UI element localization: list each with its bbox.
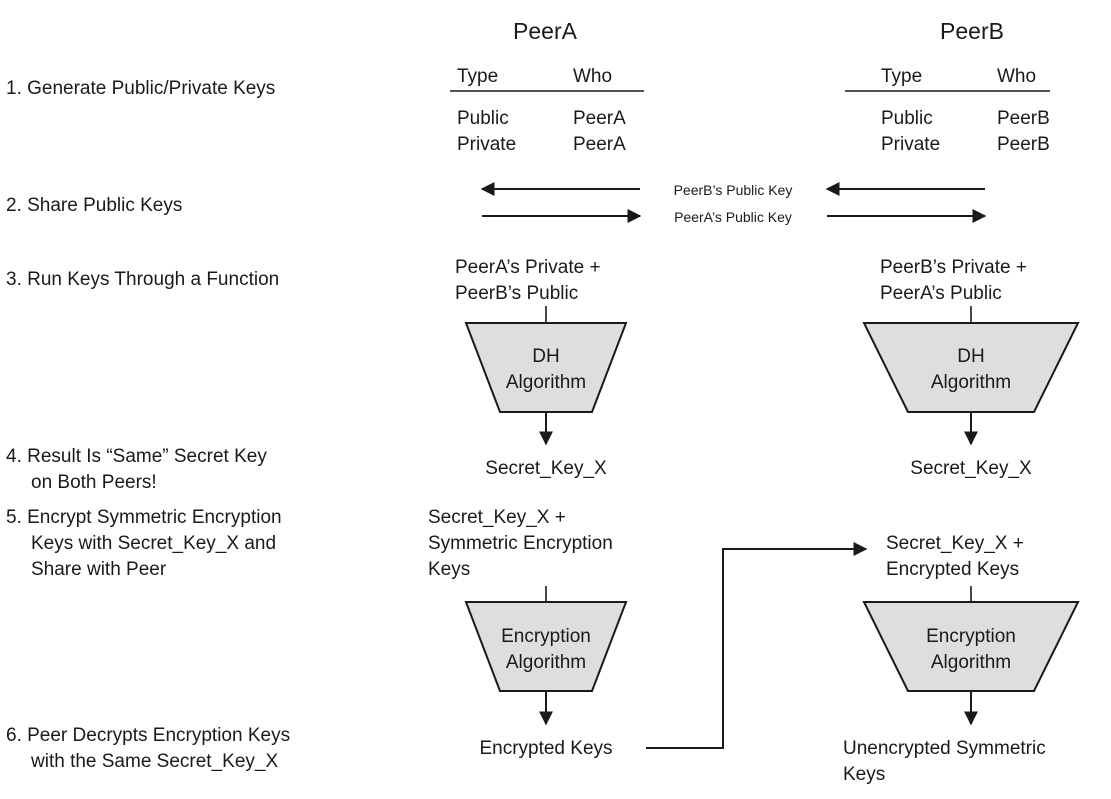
step-1-label: 1. Generate Public/Private Keys [6,78,275,99]
peer-a-row1-type: Public [457,108,509,129]
peer-a-title: PeerA [513,18,578,44]
peer-b-column: PeerB Type Who Public PeerB Private Peer… [843,18,1080,785]
step-6-label: 6. Peer Decrypts Encryption Keys [6,725,290,746]
step-4-label: 4. Result Is “Same” Secret Key [6,446,267,467]
peer-b-col-type: Type [881,66,922,87]
peer-b-dh-label-2: Algorithm [931,372,1011,393]
peer-b-dec-input-2: Encrypted Keys [886,559,1019,580]
peer-a-row2-who: PeerA [573,134,626,155]
peer-b-enc-label-2: Algorithm [931,652,1011,673]
peer-b-row1-who: PeerB [997,108,1050,129]
peer-a-enc-input-1: Secret_Key_X + [428,507,566,528]
peer-b-dh-label-1: DH [957,346,984,367]
peer-a-row2-type: Private [457,134,516,155]
step-3-label: 3. Run Keys Through a Function [6,269,279,290]
peer-b-title: PeerB [940,18,1004,44]
peer-b-row1-type: Public [881,108,933,129]
step-4-label-cont: on Both Peers! [31,472,157,493]
peer-a-dh-box [464,322,628,413]
peer-b-function-input-1: PeerB’s Private + [880,257,1027,278]
peer-b-dh-box [862,322,1080,413]
peer-a-enc-label-1: Encryption [501,626,591,647]
step-6-label-cont: with the Same Secret_Key_X [30,751,278,772]
peer-b-secret-key: Secret_Key_X [910,458,1032,479]
encrypted-keys-transfer-arrow [646,542,868,749]
step-labels: 1. Generate Public/Private Keys 2. Share… [6,78,290,772]
peer-b-row2-type: Private [881,134,940,155]
peer-b-enc-label-1: Encryption [926,626,1016,647]
peer-a-col-type: Type [457,66,498,87]
public-key-exchange: PeerB’s Public Key PeerA’s Public Key [480,182,987,225]
peer-a-secret-key: Secret_Key_X [485,458,607,479]
peer-a-col-who: Who [573,66,612,87]
peer-b-unencrypted-keys-1: Unencrypted Symmetric [843,738,1046,759]
step-2-label: 2. Share Public Keys [6,195,182,216]
peer-a-dh-label-1: DH [532,346,559,367]
peer-a-enc-label-2: Algorithm [506,652,586,673]
peer-a-dh-label-2: Algorithm [506,372,586,393]
peerb-public-key-label: PeerB’s Public Key [674,182,793,198]
peer-b-function-input-2: PeerA’s Public [880,283,1002,304]
peer-a-encryption-box [464,601,628,692]
peer-a-enc-input-3: Keys [428,559,470,580]
peer-a-function-input-1: PeerA’s Private + [455,257,601,278]
peer-b-dec-input-1: Secret_Key_X + [886,533,1024,554]
peer-a-column: PeerA Type Who Public PeerA Private Peer… [428,18,644,759]
peer-b-encryption-box [862,601,1080,692]
peer-a-row1-who: PeerA [573,108,626,129]
peera-public-key-label: PeerA’s Public Key [674,209,792,225]
peer-a-enc-input-2: Symmetric Encryption [428,533,613,554]
peer-b-unencrypted-keys-2: Keys [843,764,885,785]
peer-a-encrypted-keys: Encrypted Keys [479,738,612,759]
peer-b-col-who: Who [997,66,1036,87]
peer-a-function-input-2: PeerB’s Public [455,283,578,304]
step-5-label-cont-2: Share with Peer [31,559,167,580]
step-5-label-cont-1: Keys with Secret_Key_X and [31,533,276,554]
peer-b-row2-who: PeerB [997,134,1050,155]
step-5-label: 5. Encrypt Symmetric Encryption [6,507,282,528]
